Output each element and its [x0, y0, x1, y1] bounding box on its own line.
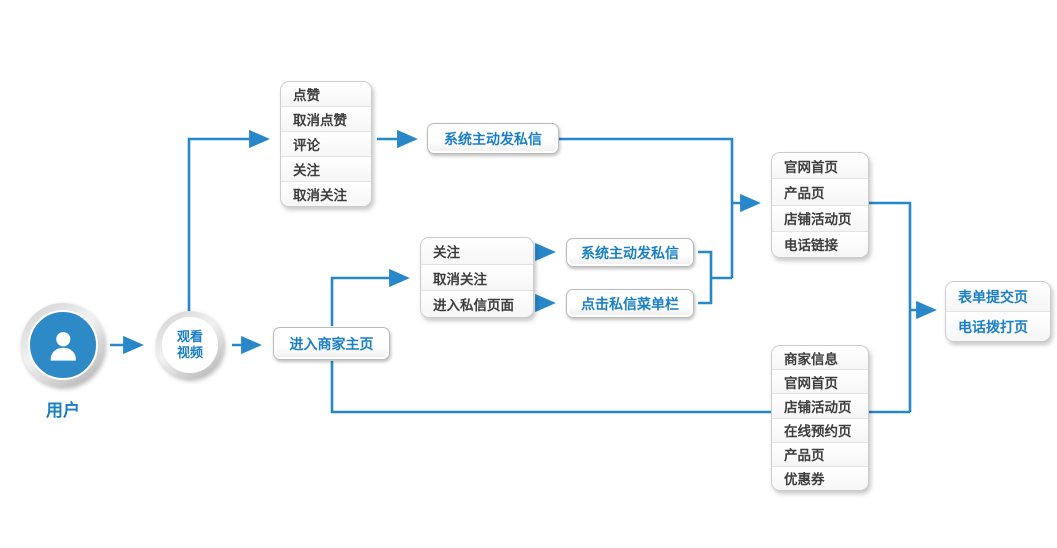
list-item: 店铺活动页 — [772, 393, 868, 418]
user-icon — [50, 331, 76, 361]
list-item: 店铺活动页 — [772, 204, 868, 231]
list-item: 产品页 — [772, 441, 868, 466]
list-item: 官网首页 — [772, 369, 868, 394]
list-item: 表单提交页 — [946, 282, 1050, 311]
list-item: 电话拨打页 — [946, 311, 1050, 341]
list-item: 关注 — [421, 238, 533, 264]
watch-video-line1: 观看 — [176, 329, 203, 344]
system-dm-mid-node: 系统主动发私信 — [566, 238, 694, 267]
watch-video-line2: 视频 — [176, 345, 203, 360]
list-item: 电话链接 — [772, 230, 868, 257]
list-item: 官网首页 — [772, 153, 868, 179]
list-item: 进入私信页面 — [421, 290, 533, 317]
landing-pages-list: 官网首页 产品页 店铺活动页 电话链接 — [771, 152, 869, 258]
list-item: 取消点赞 — [281, 106, 371, 131]
user-node — [21, 303, 105, 387]
merchant-actions-list: 关注 取消关注 进入私信页面 — [420, 237, 534, 318]
list-item: 在线预约页 — [772, 417, 868, 442]
list-item: 优惠券 — [772, 465, 868, 490]
watch-video-node: 观看 视频 — [156, 311, 224, 379]
user-avatar — [27, 309, 99, 381]
video-actions-list: 点赞 取消点赞 评论 关注 取消关注 — [280, 81, 372, 207]
list-item: 产品页 — [772, 178, 868, 205]
list-item: 评论 — [281, 131, 371, 156]
conversion-pages-list: 表单提交页 电话拨打页 — [945, 281, 1051, 342]
list-item: 点赞 — [281, 82, 371, 106]
click-dm-menu-node: 点击私信菜单栏 — [566, 289, 694, 318]
list-item: 关注 — [281, 156, 371, 181]
list-item: 商家信息 — [772, 346, 868, 370]
user-label: 用户 — [46, 401, 80, 420]
enter-merchant-home-node: 进入商家主页 — [273, 327, 390, 360]
list-item: 取消关注 — [281, 181, 371, 206]
list-item: 取消关注 — [421, 263, 533, 291]
merchant-home-pages-list: 商家信息 官网首页 店铺活动页 在线预约页 产品页 优惠券 — [771, 345, 869, 491]
system-dm-top-node: 系统主动发私信 — [427, 123, 559, 154]
